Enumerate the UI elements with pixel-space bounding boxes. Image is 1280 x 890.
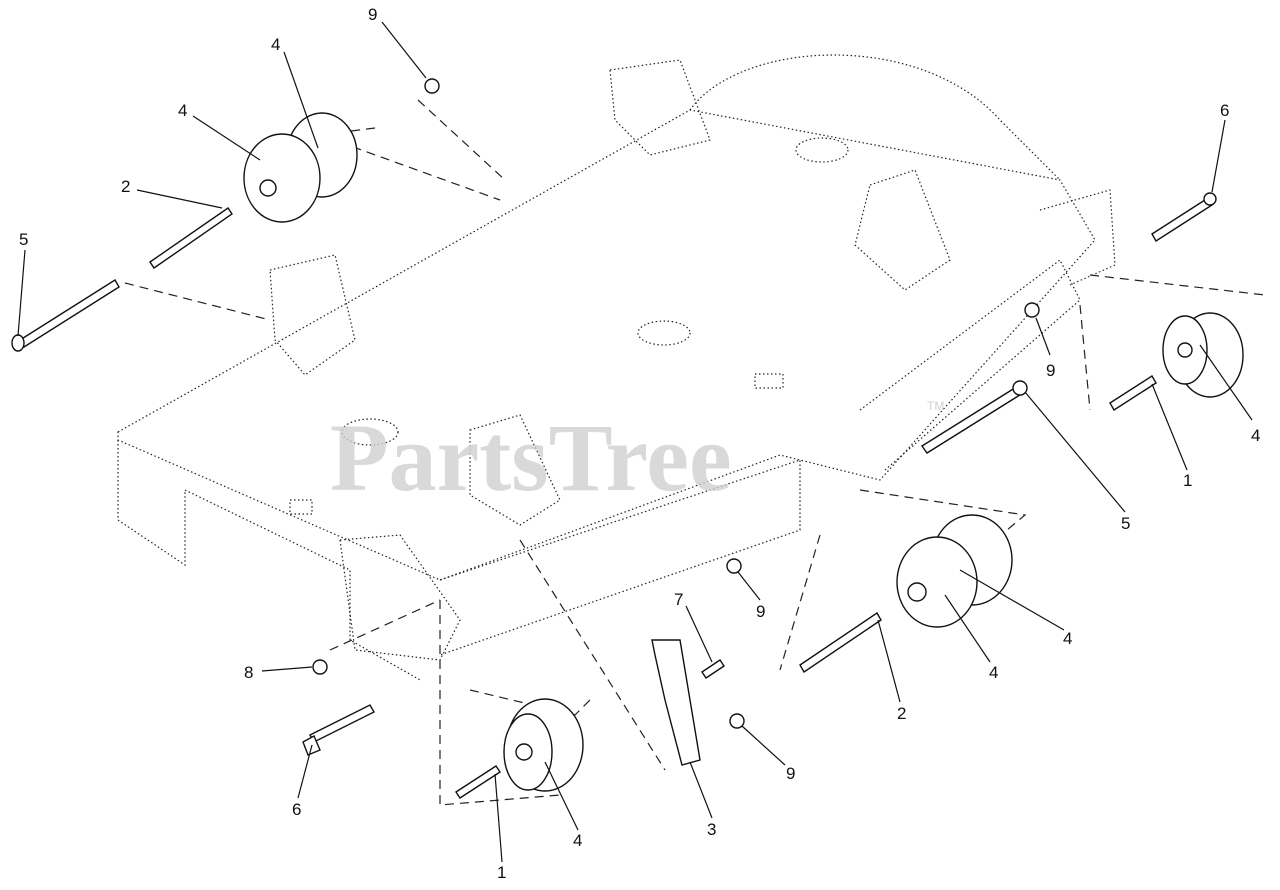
screw-7 xyxy=(701,659,725,679)
callout-1-bottom: 1 xyxy=(497,863,506,882)
axle-left xyxy=(149,207,233,269)
callout-2-left: 2 xyxy=(121,177,130,196)
callout-4-right: 4 xyxy=(1251,426,1260,445)
axle-mid xyxy=(799,611,882,674)
parts xyxy=(11,78,1244,799)
callout-4-mid-a: 4 xyxy=(1063,629,1072,648)
callout-8: 8 xyxy=(244,663,253,682)
nut-top xyxy=(424,78,440,94)
nut-low xyxy=(729,713,745,729)
roller-bottom xyxy=(503,698,584,792)
leader-lines xyxy=(17,21,1253,863)
assembly-lines xyxy=(124,99,1266,806)
axle-bottom xyxy=(455,765,501,799)
bolt-mid-right xyxy=(920,385,1025,454)
callout-9-top: 9 xyxy=(368,5,377,24)
watermark-text: PartsTree xyxy=(330,404,732,511)
callout-1-right: 1 xyxy=(1183,471,1192,490)
bolt-bottom-left xyxy=(309,704,375,743)
roller-top-left xyxy=(243,112,358,223)
callout-5-right: 5 xyxy=(1121,514,1130,533)
bolt-right xyxy=(1151,197,1213,242)
axle-right xyxy=(1109,375,1157,411)
callout-9-low: 9 xyxy=(786,764,795,783)
bolt-left xyxy=(19,279,120,348)
watermark: PartsTree TM xyxy=(330,399,944,511)
callout-2-mid: 2 xyxy=(897,704,906,723)
nut-8 xyxy=(312,659,328,675)
callout-9-mid: 9 xyxy=(756,602,765,621)
callout-6-left: 6 xyxy=(292,800,301,819)
nut-right xyxy=(1024,302,1040,318)
callout-4-mid-b: 4 xyxy=(989,663,998,682)
bracket-3 xyxy=(651,639,701,766)
callout-5-left: 5 xyxy=(19,230,28,249)
callout-6-right: 6 xyxy=(1220,101,1229,120)
watermark-trademark: TM xyxy=(927,399,944,413)
roller-mid-right xyxy=(896,514,1013,628)
callout-4-bottom: 4 xyxy=(573,831,582,850)
callout-9-right: 9 xyxy=(1046,361,1055,380)
callout-4-top: 4 xyxy=(271,35,280,54)
nut-mid xyxy=(726,558,742,574)
callout-7: 7 xyxy=(674,590,683,609)
roller-right xyxy=(1162,312,1244,398)
callout-4-left: 4 xyxy=(178,101,187,120)
callout-3: 3 xyxy=(707,820,716,839)
callouts: 9 4 4 2 5 6 9 4 1 5 9 7 4 4 2 8 6 9 3 4 … xyxy=(19,5,1260,882)
